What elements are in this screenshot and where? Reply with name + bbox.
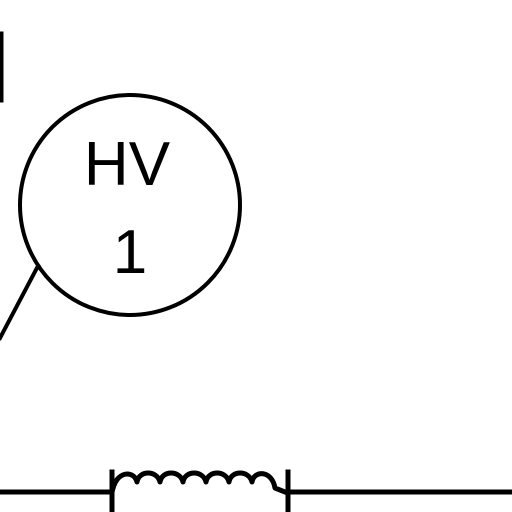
bubble-leader-line	[0, 263, 41, 341]
bottom-signal-line	[0, 469, 512, 512]
instrument-tag-letters: HV	[84, 130, 171, 199]
instrument-bubble: HV 1	[18, 93, 242, 317]
instrument-tag-number: 1	[113, 218, 147, 287]
coil-winding	[109, 470, 289, 496]
instrument-bubble-circle	[18, 93, 242, 317]
